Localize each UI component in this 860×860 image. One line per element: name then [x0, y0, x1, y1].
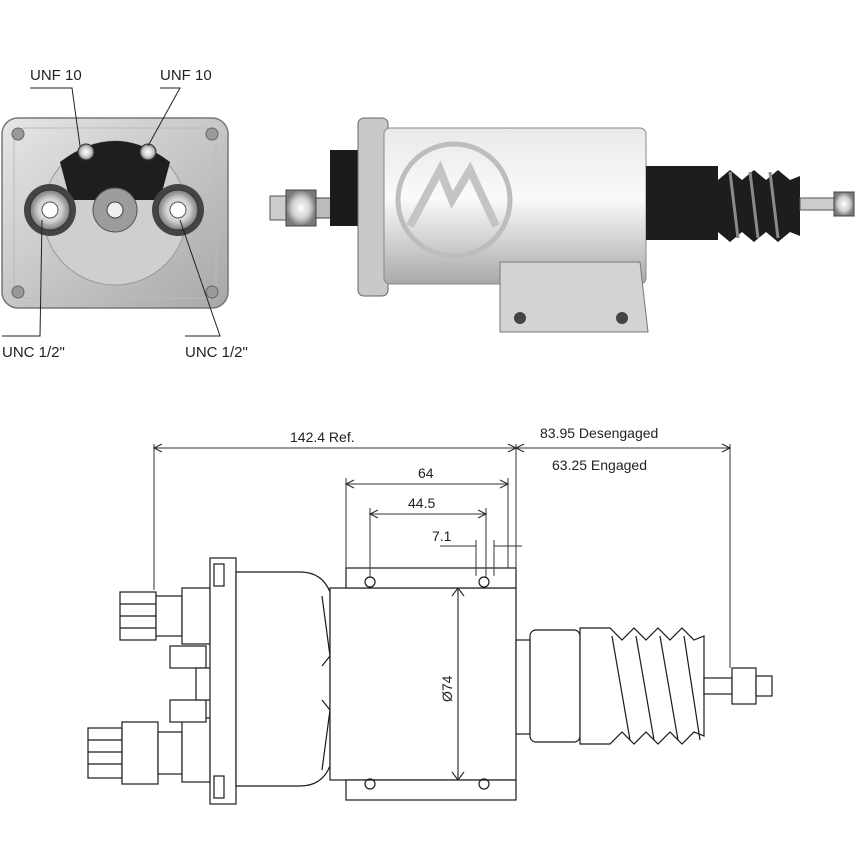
label-unf-top-right: UNF 10 — [160, 67, 212, 84]
dim-overall-length: 142.4 Ref. — [290, 429, 355, 445]
dim-stroke-desengaged: 83.95 Desengaged — [540, 425, 658, 441]
dim-hole-spacing: 44.5 — [408, 495, 435, 511]
dim-bracket-width: 64 — [418, 465, 434, 481]
label-unf-top-left: UNF 10 — [30, 67, 82, 84]
technical-drawing — [87, 443, 773, 805]
dim-stroke-engaged: 63.25 Engaged — [552, 457, 647, 473]
terminal-callouts — [2, 87, 221, 337]
dim-diameter: Ø74 — [439, 675, 455, 702]
side-view-photo — [269, 117, 855, 333]
end-view-photo — [1, 117, 229, 309]
label-unc-bottom-left: UNC 1/2" — [2, 344, 65, 361]
dim-hole-offset: 7.1 — [432, 528, 452, 544]
label-unc-bottom-right: UNC 1/2" — [185, 344, 248, 361]
